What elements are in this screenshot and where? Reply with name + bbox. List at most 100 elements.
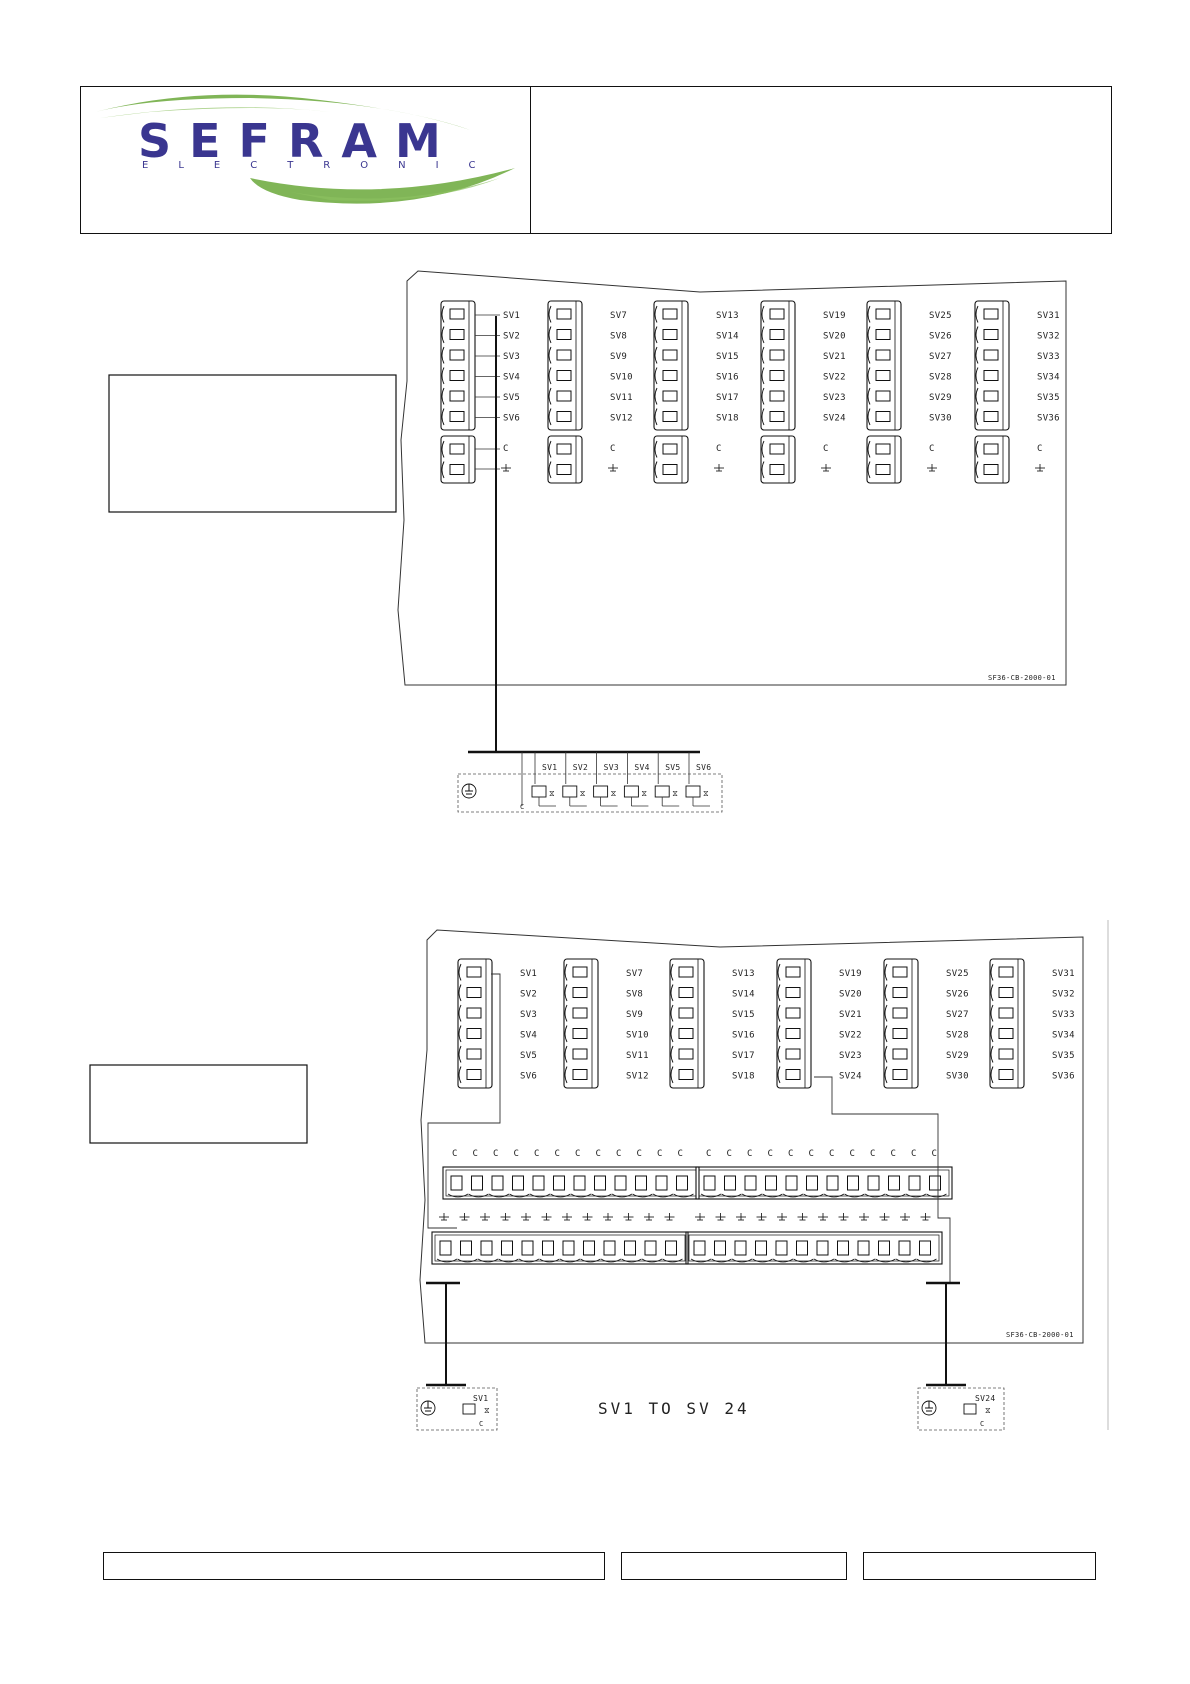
ground-icon [501, 464, 511, 472]
connector-2pin-6 [974, 435, 1010, 484]
load-label: SV3 [604, 763, 619, 772]
sv-label: SV23 [823, 393, 846, 403]
sefram-logo: SEFRAM ELECTRONIC [95, 94, 515, 204]
terminal-block-c-right [695, 1166, 953, 1200]
ground-icon [900, 1213, 910, 1221]
valve-icon: ⧖ [641, 789, 647, 798]
common-label: C [768, 1149, 774, 1159]
solenoid-icon [562, 785, 578, 798]
common-label: C [747, 1149, 753, 1159]
connector2-6pin-2 [563, 958, 599, 1089]
ground-icon [695, 1213, 705, 1221]
common-label: C [616, 1149, 622, 1159]
sv-label: SV6 [520, 1072, 537, 1082]
ground-icon [821, 464, 831, 472]
sv-label: SV11 [626, 1051, 649, 1061]
board1-connectors: SV1SV2SV3SV4SV5SV6CSV7SV8SV9SV10SV11SV12… [440, 300, 1060, 484]
common-label: C [610, 444, 616, 454]
common-label: C [575, 1149, 581, 1159]
sv-label: SV3 [520, 1010, 537, 1020]
sv-label: SV14 [716, 332, 739, 342]
sv-label: SV26 [946, 990, 969, 1000]
connector-6pin-5 [866, 300, 902, 431]
sv-label: SV9 [610, 352, 627, 362]
sv-label: SV13 [732, 969, 755, 979]
solenoid-icon [623, 785, 639, 798]
load-label: SV6 [696, 763, 711, 772]
common-label: C [596, 1149, 602, 1159]
sv-label: SV16 [716, 373, 739, 383]
ground-icon [818, 1213, 828, 1221]
load-sv24-label: SV24 [975, 1394, 995, 1403]
connector2-6pin-5 [883, 958, 919, 1089]
load-sv1: SV1 C ⧖ [416, 1387, 498, 1431]
sv-label: SV11 [610, 393, 633, 403]
sv-label: SV8 [610, 332, 627, 342]
sv-label: SV22 [839, 1031, 862, 1041]
footer-cell-1 [103, 1552, 605, 1580]
connector-6pin-1 [440, 300, 476, 431]
terminal-block-gnd-right [685, 1231, 943, 1265]
common-label: C [870, 1149, 876, 1159]
load-sv1-label: SV1 [473, 1394, 488, 1403]
sv-label: SV18 [716, 414, 739, 424]
solenoid-icon [654, 785, 670, 798]
board1-outline [397, 270, 1067, 686]
sv-label: SV24 [823, 414, 846, 424]
sv-label: SV29 [929, 393, 952, 403]
valve-icon: ⧖ [611, 789, 617, 798]
load-sv24: SV24 C ⧖ [917, 1387, 1005, 1431]
sv-label: SV12 [610, 414, 633, 424]
solenoid-icon [593, 785, 609, 798]
sv-label: SV2 [520, 990, 537, 1000]
sv-label: SV15 [732, 1010, 755, 1020]
sv-label: SV32 [1052, 990, 1075, 1000]
board2-ref: SF36-CB-2000-01 [1006, 1331, 1074, 1339]
footer-cell-2 [621, 1552, 847, 1580]
common-label: C [829, 1149, 835, 1159]
sv-label: SV32 [1037, 332, 1060, 342]
common-label: C [534, 1149, 540, 1159]
common-label: C [809, 1149, 815, 1159]
common-label: C [637, 1149, 643, 1159]
sv-label: SV30 [929, 414, 952, 424]
sv-label: SV4 [520, 1031, 537, 1041]
terminal-block-c-left [442, 1166, 700, 1200]
valve-symbol: ⧖ [484, 1406, 490, 1415]
connector2-6pin-1 [457, 958, 493, 1089]
ground-icon [756, 1213, 767, 1221]
solenoid-icon [531, 785, 547, 798]
sv-label: SV5 [520, 1051, 537, 1061]
sv-label: SV31 [1052, 969, 1075, 979]
sv-label: SV10 [626, 1031, 649, 1041]
load-label: SV2 [573, 763, 588, 772]
common-label: C [727, 1149, 733, 1159]
logo-subtext: ELECTRONIC [142, 160, 506, 171]
ground-icon [838, 1213, 849, 1221]
load-label: SV1 [542, 763, 557, 772]
sv-label: SV30 [946, 1072, 969, 1082]
load-group-1: C⧖SV1⧖SV2⧖SV3⧖SV4⧖SV5⧖SV6 [457, 752, 723, 813]
connector-6pin-3 [653, 300, 689, 431]
connector-6pin-2 [547, 300, 583, 431]
connector-2pin-1 [440, 435, 476, 484]
connector-2pin-2 [547, 435, 583, 484]
sv-label: SV10 [610, 373, 633, 383]
sv-label: SV23 [839, 1051, 862, 1061]
ground-icon [777, 1213, 787, 1221]
ground-icon [480, 1213, 490, 1221]
sv-label: SV33 [1037, 352, 1060, 362]
diagram2-caption: SV1 TO SV 24 [598, 1399, 750, 1418]
valve-icon: ⧖ [672, 789, 678, 798]
sv-label: SV22 [823, 373, 846, 383]
ground-icon [608, 464, 618, 472]
sv-label: SV25 [929, 311, 952, 321]
ground-icon [920, 1213, 931, 1221]
ground-icon [1035, 464, 1045, 472]
header-divider [530, 86, 531, 234]
d2-wire-sv24 [814, 1076, 951, 1283]
sv-label: SV1 [503, 311, 520, 321]
ground-icon [541, 1213, 552, 1221]
terminal-block-gnd-left [431, 1231, 689, 1265]
